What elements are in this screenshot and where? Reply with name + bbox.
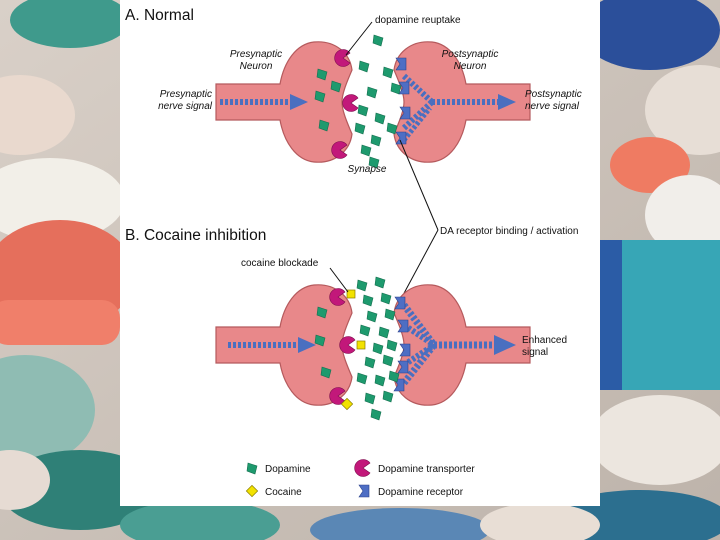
legend-transporter-swatch	[354, 459, 371, 477]
postsynaptic-signal-label-2: nerve signal	[525, 101, 580, 112]
reuptake-callout-label: dopamine reuptake	[375, 15, 461, 26]
cocaine-b-2	[356, 340, 366, 350]
synapse-label: Synapse	[348, 164, 387, 175]
legend-transporter-label: Dopamine transporter	[378, 464, 475, 475]
postsynaptic-neuron-label-2: Neuron	[454, 61, 487, 72]
section-a-title: A. Normal	[125, 7, 194, 24]
receptor-callout-line-b	[401, 229, 439, 298]
presynaptic-signal-label-1: Presynaptic	[160, 89, 212, 100]
receptor-callout-line-a	[399, 139, 439, 231]
postsynaptic-signal-label-1: Postsynaptic	[525, 89, 582, 100]
presynaptic-neuron-label-1: Presynaptic	[230, 49, 282, 60]
postsynaptic-signal-arrow	[401, 73, 516, 142]
transporter-a-2	[342, 94, 359, 112]
receptor-b-3	[399, 343, 411, 357]
enhanced-signal-arrow	[401, 302, 516, 386]
legend-cocaine-label: Cocaine	[265, 487, 302, 498]
legend-dopamine-label: Dopamine	[265, 464, 311, 475]
enhanced-signal-label-1: Enhanced	[522, 335, 567, 346]
cocaine-b-1	[346, 289, 356, 299]
presynaptic-neuron-label-2: Neuron	[240, 61, 273, 72]
legend-receptor-swatch	[358, 484, 370, 498]
transporter-b-2	[339, 336, 356, 354]
postsynaptic-neuron-label-1: Postsynaptic	[442, 49, 499, 60]
presynaptic-signal-label-2: nerve signal	[158, 101, 213, 112]
blockade-callout-label: cocaine blockade	[241, 258, 319, 269]
reuptake-callout-line	[345, 21, 373, 56]
blockade-callout-line	[329, 267, 349, 293]
legend-receptor-label: Dopamine receptor	[378, 487, 464, 498]
receptor-callout-label: DA receptor binding / activation	[440, 226, 578, 237]
enhanced-signal-label-2: signal	[522, 347, 548, 358]
section-b-title: B. Cocaine inhibition	[125, 227, 266, 244]
legend-cocaine-swatch	[245, 484, 259, 498]
legend: Dopamine Cocaine Dopamine transporter Do…	[245, 459, 475, 498]
legend-dopamine-swatch	[246, 462, 258, 475]
presynaptic-signal-arrow	[220, 94, 308, 110]
presynaptic-signal-arrow-b	[228, 337, 316, 353]
